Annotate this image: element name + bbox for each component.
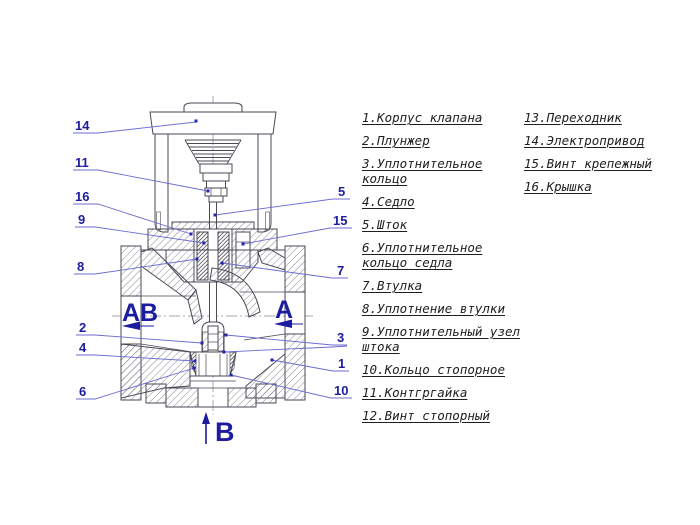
port-label-a: А	[275, 296, 293, 324]
callout-15: 15	[333, 213, 347, 228]
leader-lines	[73, 121, 352, 400]
callout-6: 6	[79, 384, 86, 399]
callout-3: 3	[337, 330, 344, 345]
port-label-ab: АВ	[122, 299, 158, 327]
callout-7: 7	[337, 263, 344, 278]
callout-1: 1	[338, 356, 345, 371]
callout-8: 8	[77, 259, 84, 274]
flow-arrow-a	[274, 319, 292, 328]
flow-arrow-b	[202, 412, 210, 424]
callout-9: 9	[78, 212, 85, 227]
actuator-top-plate	[149, 111, 277, 135]
callout-14: 14	[75, 118, 90, 133]
stem-packing-left	[196, 231, 209, 281]
callout-16: 16	[75, 189, 89, 204]
callout-4: 4	[79, 340, 87, 355]
flow-arrow-ab	[122, 321, 140, 330]
plunger-seat	[189, 321, 237, 382]
actuator-cap	[183, 102, 243, 112]
bottom-flange	[145, 383, 277, 408]
stem-coupling	[199, 163, 233, 203]
callout-2: 2	[79, 320, 86, 335]
leader-dots	[189, 119, 274, 377]
callout-5: 5	[338, 184, 345, 199]
callout-11: 11	[75, 155, 89, 170]
seat	[189, 351, 237, 377]
body-dome-wall	[209, 267, 261, 318]
port-markings: АВ А В	[122, 296, 303, 447]
callout-10: 10	[334, 383, 348, 398]
callout-numbers: 14 11 16 9 8 2 4 6 5 15 7 3 1 10	[75, 118, 348, 399]
port-label-b: В	[215, 417, 235, 447]
